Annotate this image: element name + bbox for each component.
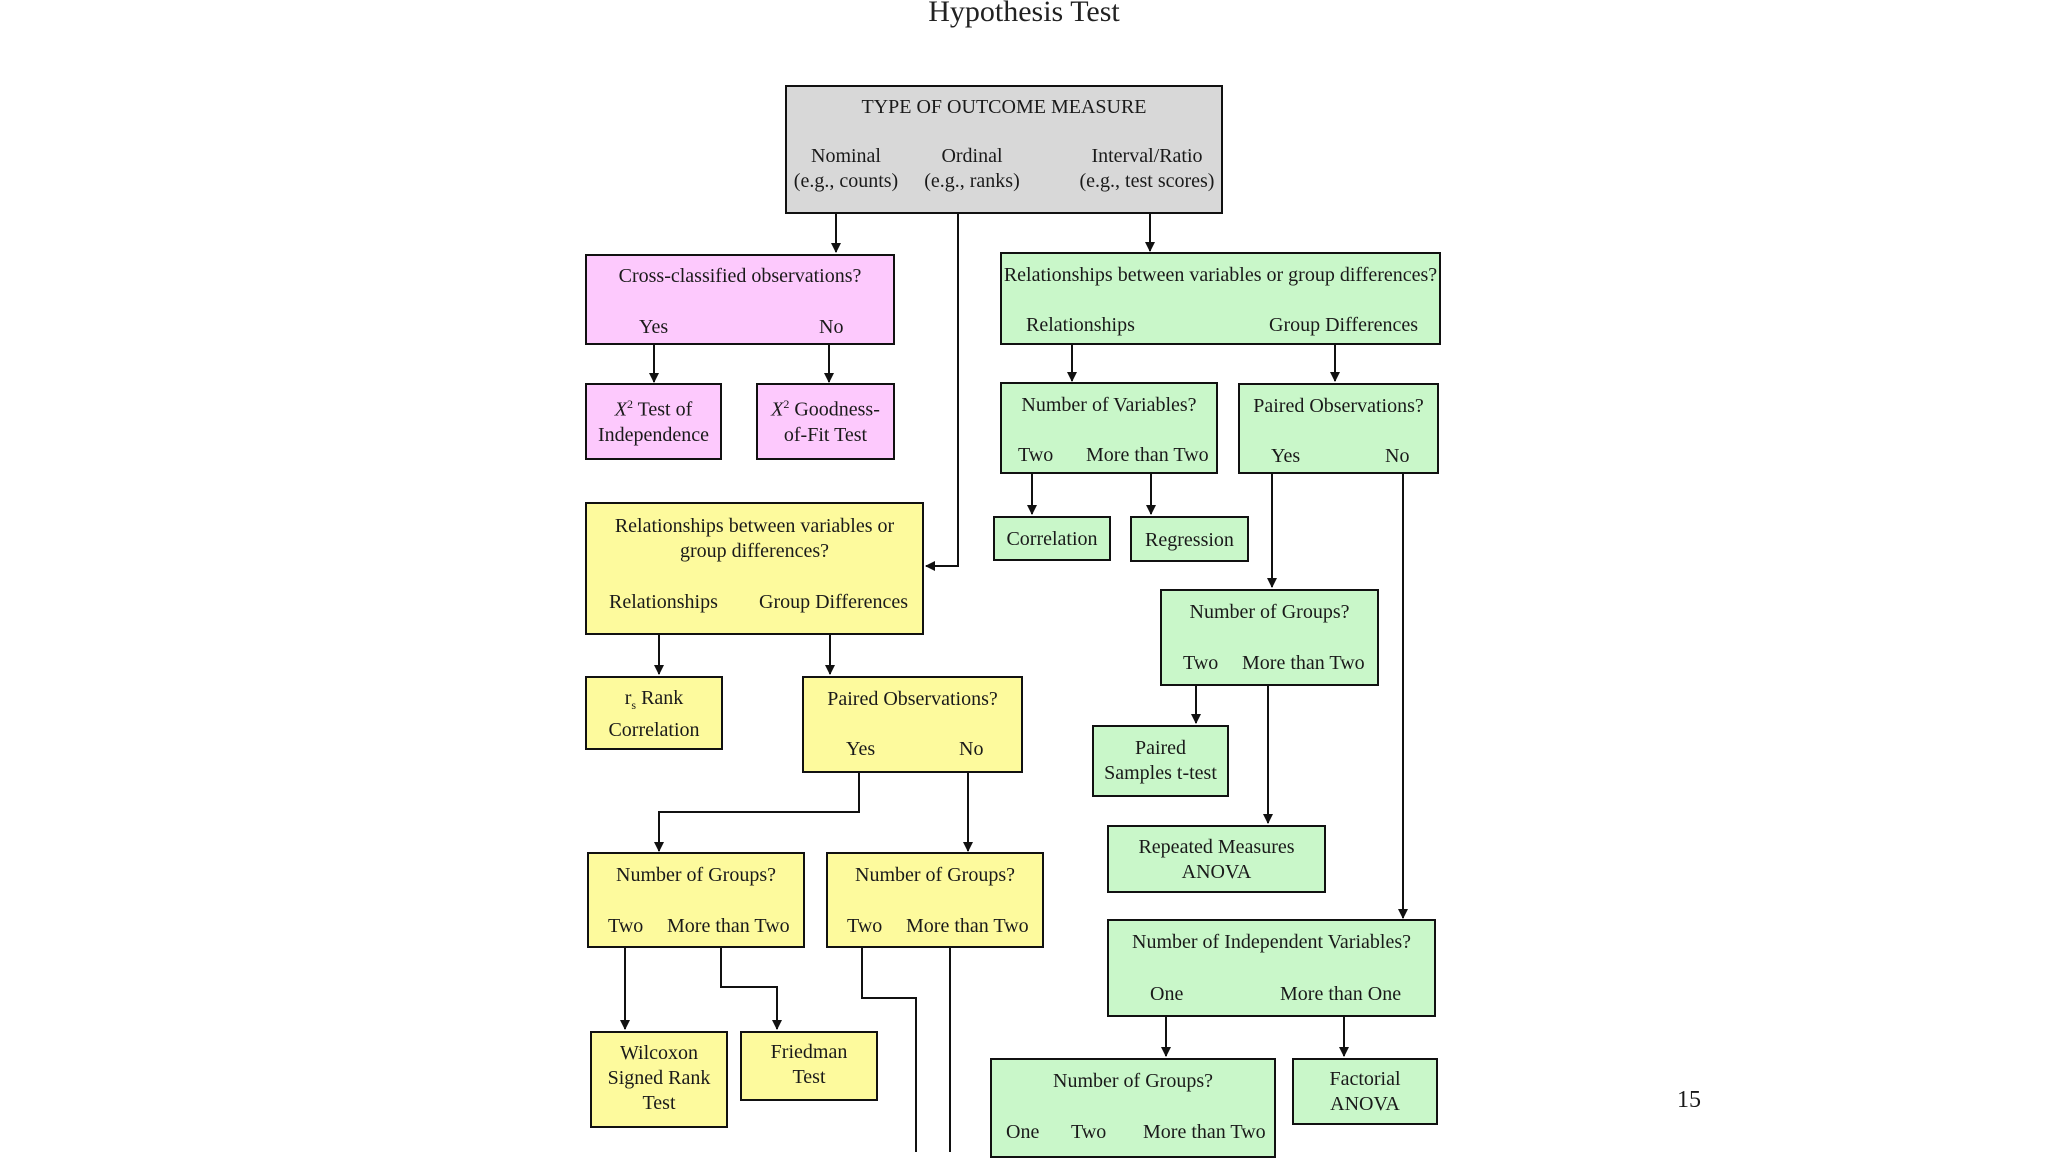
- yellow-group-differences-option: Group Differences: [759, 591, 909, 613]
- number-of-variables-box: Number of Variables? Two More than Two: [1000, 382, 1218, 474]
- paired-yellow-question: Paired Observations?: [827, 688, 998, 710]
- groups-green-more-than-two: More than Two: [1242, 652, 1365, 674]
- paired-yellow-no: No: [959, 738, 984, 760]
- green-relationships-option: Relationships: [1026, 314, 1135, 336]
- correlation-label: Correlation: [1006, 528, 1098, 550]
- groups-yellow1-more-than-two: More than Two: [667, 915, 790, 937]
- variables-two: Two: [1018, 444, 1054, 466]
- option-interval: Interval/Ratio(e.g., test scores): [1079, 145, 1215, 192]
- paired-observations-yellow-box: Paired Observations? Yes No: [802, 676, 1023, 773]
- yellow-relationships-option: Relationships: [609, 591, 718, 613]
- green-relationships-question: Relationships between variables or group…: [1003, 264, 1438, 286]
- outcome-measure-box: TYPE OF OUTCOME MEASURE Nominal(e.g., co…: [785, 85, 1223, 214]
- cross-question: Cross-classified observations?: [618, 265, 862, 287]
- number-of-groups-green-2-box: Number of Groups? One Two More than Two: [990, 1058, 1276, 1158]
- arrow-paired-y-yes: [654, 773, 860, 852]
- page-number: 15: [1677, 1087, 1701, 1113]
- groups-yellow1-question: Number of Groups?: [616, 864, 776, 886]
- groups-yellow2-question: Number of Groups?: [855, 864, 1015, 886]
- green-group-differences-option: Group Differences: [1269, 314, 1419, 336]
- groups-green2-one: One: [1006, 1121, 1040, 1143]
- groups-green2-question: Number of Groups?: [1053, 1070, 1213, 1092]
- number-of-groups-green-box: Number of Groups? Two More than Two: [1160, 589, 1379, 686]
- arrow-groups-y1-more: [720, 948, 782, 1030]
- paired-green-yes: Yes: [1271, 445, 1301, 467]
- paired-green-question: Paired Observations?: [1253, 395, 1424, 417]
- groups-green2-two: Two: [1071, 1121, 1107, 1143]
- arrow-ordinal: [925, 214, 959, 571]
- groups-yellow1-two: Two: [608, 915, 644, 937]
- groups-yellow2-more-than-two: More than Two: [906, 915, 1029, 937]
- line-groups-y2-two: [861, 948, 917, 1152]
- paired-yellow-yes: Yes: [846, 738, 876, 760]
- cross-classified-box: Cross-classified observations? Yes No: [585, 254, 895, 345]
- option-nominal: Nominal(e.g., counts): [793, 145, 899, 192]
- paired-observations-green-box: Paired Observations? Yes No: [1238, 383, 1439, 474]
- green-relationships-box: Relationships between variables or group…: [1000, 252, 1441, 345]
- independent-variables-question: Number of Independent Variables?: [1132, 931, 1411, 953]
- independent-more-than-one: More than One: [1280, 983, 1402, 1005]
- groups-green-question: Number of Groups?: [1189, 601, 1350, 623]
- number-of-groups-yellow-1-box: Number of Groups? Two More than Two: [587, 852, 805, 948]
- number-of-variables-question: Number of Variables?: [1021, 394, 1197, 416]
- cross-no: No: [819, 316, 844, 338]
- chi-square-goodness-of-fit-box: X2 Goodness-of-Fit Test: [756, 383, 895, 460]
- chi-square-goodness-label: X2 Goodness-of-Fit Test: [771, 397, 880, 446]
- correlation-box: Correlation: [993, 516, 1111, 561]
- independent-variables-box: Number of Independent Variables? One Mor…: [1107, 919, 1436, 1017]
- outcome-title: TYPE OF OUTCOME MEASURE: [861, 96, 1147, 118]
- groups-yellow2-two: Two: [847, 915, 883, 937]
- regression-label: Regression: [1145, 529, 1234, 551]
- page-title: Hypothesis Test: [928, 0, 1120, 28]
- groups-green-two: Two: [1183, 652, 1219, 674]
- option-ordinal: Ordinal(e.g., ranks): [924, 145, 1020, 192]
- regression-box: Regression: [1130, 516, 1249, 562]
- variables-more-than-two: More than Two: [1086, 444, 1209, 466]
- cross-yes: Yes: [639, 316, 669, 338]
- independent-one: One: [1150, 983, 1184, 1005]
- paired-green-no: No: [1385, 445, 1410, 467]
- number-of-groups-yellow-2-box: Number of Groups? Two More than Two: [826, 852, 1044, 948]
- groups-green2-more-than-two: More than Two: [1143, 1121, 1266, 1143]
